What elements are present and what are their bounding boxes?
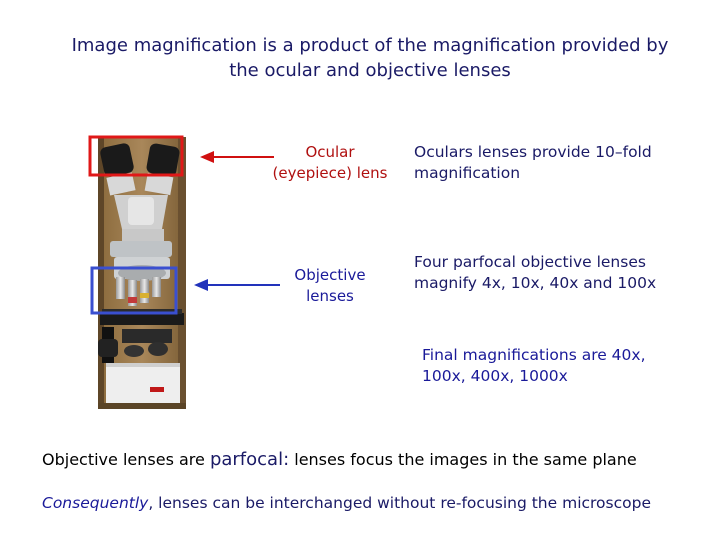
consequently-word: Consequently: [42, 494, 149, 512]
title-line-2: the ocular and objective lenses: [229, 60, 511, 81]
objective-label-line-2: lenses: [306, 287, 354, 305]
objective-highlight-box: [90, 266, 178, 315]
title-line-1: Image magnification is a product of the …: [71, 35, 669, 56]
oculars-description: Oculars lenses provide 10–fold magnifica…: [414, 142, 704, 184]
parfocal-statement: Objective lenses are parfocal: lenses fo…: [42, 448, 637, 472]
ocular-label-line-2: (eyepiece) lens: [272, 164, 388, 182]
final-mag-line-2: 100x, 400x, 1000x: [422, 367, 568, 385]
objective-desc-line-2: magnify 4x, 10x, 40x and 100x: [414, 274, 657, 292]
ocular-label-line-1: Ocular: [305, 143, 355, 161]
ocular-highlight-box: [88, 135, 184, 177]
slide-title: Image magnification is a product of the …: [40, 33, 700, 83]
consequently-rest: , lenses can be interchanged without re-…: [148, 494, 651, 512]
objective-label-line-1: Objective: [294, 266, 366, 284]
parfocal-term: parfocal:: [209, 449, 290, 470]
objective-description: Four parfocal objective lenses magnify 4…: [414, 252, 704, 294]
objective-arrow: [194, 279, 280, 291]
oculars-desc-line-2: magnification: [414, 164, 521, 182]
final-mag-line-1: Final magnifications are 40x,: [422, 346, 646, 364]
ocular-label: Ocular (eyepiece) lens: [250, 142, 410, 184]
parfocal-prefix: Objective lenses are: [42, 450, 210, 469]
ocular-arrow: [200, 151, 274, 163]
consequently-statement: Consequently, lenses can be interchanged…: [42, 491, 651, 515]
final-magnifications: Final magnifications are 40x, 100x, 400x…: [422, 345, 712, 387]
oculars-desc-line-1: Oculars lenses provide 10–fold: [414, 143, 652, 161]
objective-desc-line-1: Four parfocal objective lenses: [414, 253, 646, 271]
objective-label: Objective lenses: [255, 265, 405, 307]
parfocal-suffix: lenses focus the images in the same plan…: [289, 450, 637, 469]
